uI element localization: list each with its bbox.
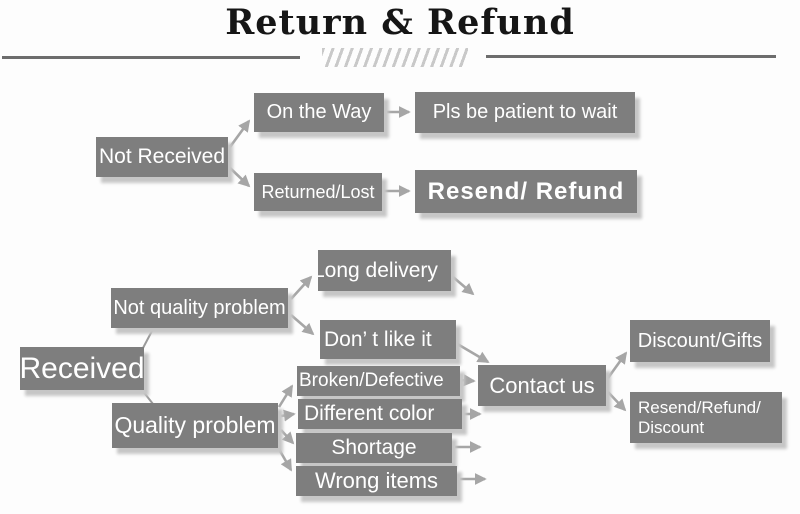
node-not-quality-problem: Not quality problem xyxy=(111,288,288,328)
node-long-delivery: Long delivery xyxy=(318,250,451,291)
node-discount-gifts: Discount/Gifts xyxy=(630,320,770,362)
node-resend-refund-discount: Resend/Refund/ Discount xyxy=(630,392,782,443)
node-contact-us: Contact us xyxy=(478,365,606,406)
node-resend-refund: Resend/ Refund xyxy=(415,170,637,213)
node-broken-defective: Broken/Defective xyxy=(297,366,460,396)
node-dont-like-it: Don’ t like it xyxy=(320,320,456,359)
node-received: Received xyxy=(20,347,144,390)
node-wrong-items: Wrong items xyxy=(296,466,457,496)
page-title: Return & Refund xyxy=(225,2,575,43)
divider-line-right xyxy=(486,55,776,58)
node-quality-problem: Quality problem xyxy=(112,403,278,448)
node-not-received: Not Received xyxy=(96,137,228,177)
divider-line-left xyxy=(2,56,300,59)
hatch-decoration xyxy=(322,48,468,67)
node-on-the-way: On the Way xyxy=(254,93,384,132)
node-pls-be-patient: Pls be patient to wait xyxy=(415,92,635,133)
node-shortage: Shortage xyxy=(296,433,452,463)
node-different-color: Different color xyxy=(298,399,462,429)
node-returned-lost: Returned/Lost xyxy=(254,173,382,211)
